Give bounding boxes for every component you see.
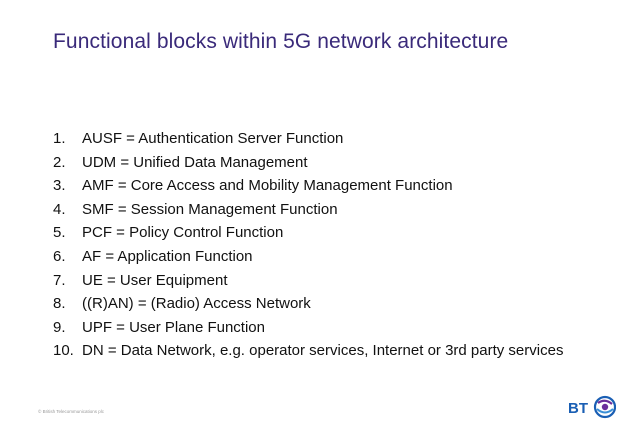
list-item-text: AMF = Core Access and Mobility Managemen… — [82, 177, 453, 195]
list-item: 4. SMF = Session Management Function — [53, 198, 563, 222]
list-item-number: 7. — [53, 271, 66, 289]
list-item: 1. AUSF = Authentication Server Function — [53, 127, 563, 151]
bt-piper-icon — [593, 395, 617, 419]
list-item-text: PCF = Policy Control Function — [82, 224, 284, 242]
list-item-number: 6. — [53, 247, 66, 265]
list-item-number: 10. — [53, 342, 74, 360]
list-item-number: 5. — [53, 224, 66, 242]
list-item: 3. AMF = Core Access and Mobility Manage… — [53, 174, 563, 198]
list-item-text: DN = Data Network, e.g. operator service… — [82, 342, 564, 360]
slide-title: Functional blocks within 5G network arch… — [53, 30, 509, 53]
list-item-text: SMF = Session Management Function — [82, 200, 338, 218]
list-item-text: AUSF = Authentication Server Function — [82, 130, 344, 147]
list-item-number: 8. — [53, 295, 66, 313]
list-item-text: UDM = Unified Data Management — [82, 153, 308, 171]
list-item-text: UPF = User Plane Function — [82, 318, 265, 336]
list-item: 5. PCF = Policy Control Function — [53, 221, 563, 245]
list-item: 7. UE = User Equipment — [53, 269, 563, 293]
list-item-number: 2. — [53, 153, 66, 171]
list-item-number: 3. — [53, 177, 66, 195]
bt-logo-icon: BT — [568, 394, 617, 420]
functional-blocks-list: 1. AUSF = Authentication Server Function… — [53, 127, 563, 363]
list-item-text: AF = Application Function — [82, 247, 253, 265]
copyright-text: © British Telecommunications plc — [38, 409, 105, 414]
list-item-number: 9. — [53, 318, 66, 336]
list-item: 6. AF = Application Function — [53, 245, 563, 269]
list-item: 9. UPF = User Plane Function — [53, 316, 563, 340]
list-item: 2. UDM = Unified Data Management — [53, 151, 563, 175]
list-item-number: 1. — [53, 130, 66, 147]
list-item: 8. ((R)AN) = (Radio) Access Network — [53, 292, 563, 316]
list-item-text: ((R)AN) = (Radio) Access Network — [82, 295, 311, 313]
list-item-number: 4. — [53, 200, 66, 218]
list-item-text: UE = User Equipment — [82, 271, 228, 289]
list-item: 10. DN = Data Network, e.g. operator ser… — [53, 339, 563, 363]
bt-logo-text: BT — [568, 400, 588, 417]
